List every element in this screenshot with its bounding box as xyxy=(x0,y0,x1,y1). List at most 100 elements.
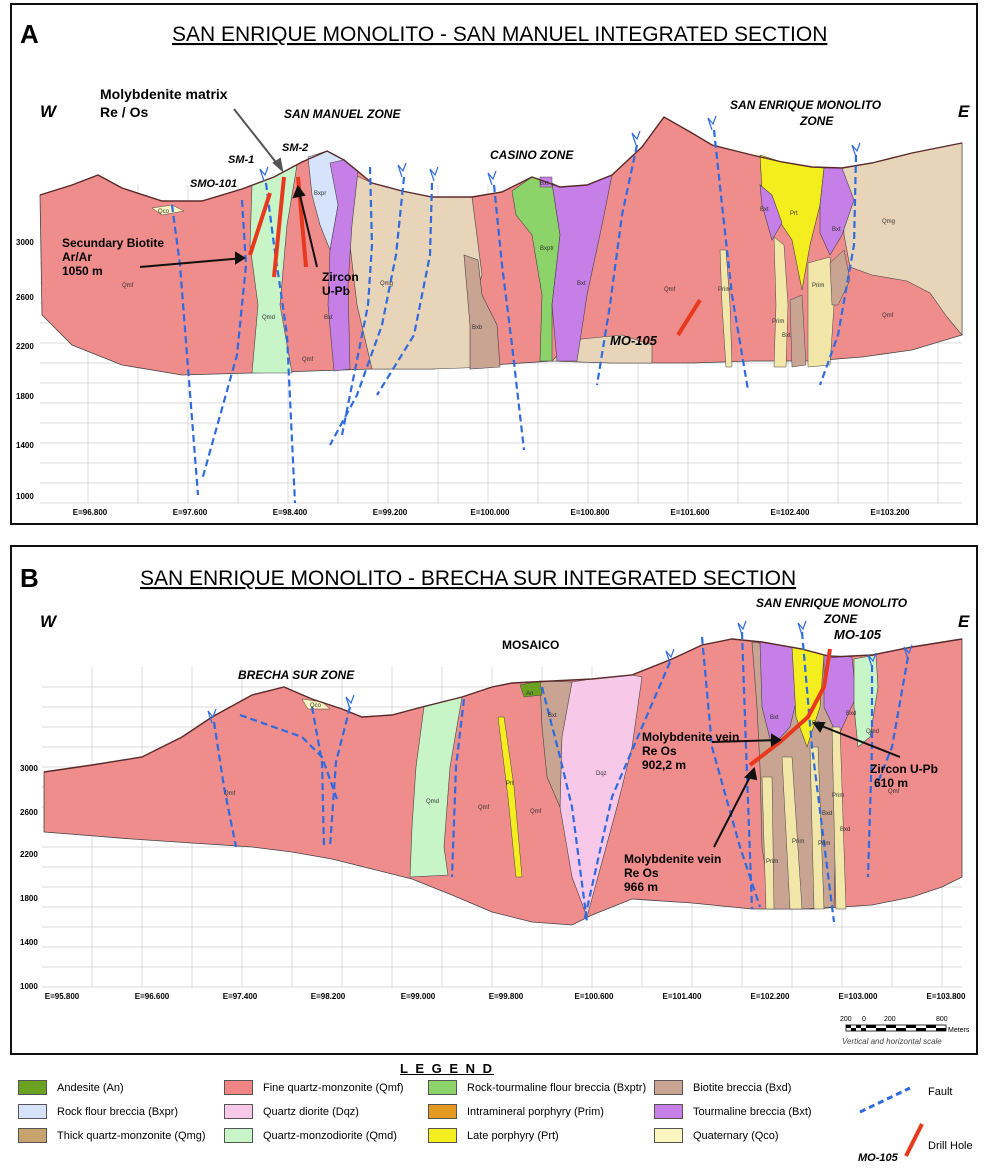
biotite-2: Ar/Ar xyxy=(62,250,92,264)
legend-item: Late porphyry (Prt) xyxy=(428,1128,559,1143)
legend-swatch xyxy=(224,1080,253,1095)
rock-labels-b: Qmf Qco Qmd Qmf Prt Qmf Bxt An Dqz Bxt P… xyxy=(224,691,900,865)
east-tick: E=103.800 xyxy=(927,992,966,1001)
legend-label: Rock flour breccia (Bxpr) xyxy=(57,1105,179,1118)
east-tick: E=103.000 xyxy=(839,992,878,1001)
elevation-axis-b: 3000 2600 2200 1800 1400 1000 xyxy=(20,764,38,991)
zone-brechasur: BRECHA SUR ZONE xyxy=(238,668,355,682)
moly-sub: Re / Os xyxy=(100,104,148,120)
elev-tick: 1400 xyxy=(16,441,34,450)
section-a-letter: A xyxy=(20,19,39,49)
scale-tick: 200 xyxy=(840,1016,852,1023)
qco-small xyxy=(151,204,185,216)
annotation-arrows xyxy=(139,108,318,268)
elev-tick: 3000 xyxy=(16,238,34,247)
rock-label: Prim xyxy=(766,859,778,865)
east-tick: E=96.800 xyxy=(73,508,108,517)
rock-label: Bxd xyxy=(822,811,832,817)
rock-label: Qco xyxy=(310,703,322,709)
zone-casino: CASINO ZONE xyxy=(490,148,574,162)
east-tick: E=98.400 xyxy=(273,508,308,517)
legend-item: Tourmaline breccia (Bxt) xyxy=(654,1104,812,1119)
rock-label: Qmd xyxy=(426,799,439,805)
hole-mo105: MO-105 xyxy=(834,627,882,642)
zircon-2: U-Pb xyxy=(322,284,350,298)
east-tick: E=99.800 xyxy=(489,992,524,1001)
rock-label: Bxt xyxy=(548,713,557,719)
faults xyxy=(212,631,910,923)
biotite-3: 1050 m xyxy=(62,264,103,278)
qmd-west xyxy=(409,696,463,878)
prim-dike-2 xyxy=(773,236,789,368)
rock-label: Qmd xyxy=(866,729,879,735)
section-b-title: SAN ENRIQUE MONOLITO - BRECHA SUR INTEGR… xyxy=(140,567,796,590)
section-a-panel: A SAN ENRIQUE MONOLITO - SAN MANUEL INTE… xyxy=(10,3,978,525)
east-tick: E=97.400 xyxy=(223,992,258,1001)
hole-sm2: SM-2 xyxy=(282,142,308,154)
rock-label: Prim xyxy=(718,287,730,293)
east-tick: E=100.600 xyxy=(575,992,614,1001)
legend-item: Fine quartz-monzonite (Qmf) xyxy=(224,1080,404,1095)
zone-mosaico: MOSAICO xyxy=(502,638,559,652)
legend-item: Quaternary (Qco) xyxy=(654,1128,779,1143)
legend-item: Rock-tourmaline flour breccia (Bxptr) xyxy=(428,1080,646,1095)
scale-caption: Vertical and horizontal scale xyxy=(842,1037,942,1046)
elev-tick: 2200 xyxy=(16,342,34,351)
rock-label: Qmf xyxy=(530,809,542,815)
bxt-dike xyxy=(789,294,807,368)
legend-swatch xyxy=(428,1128,457,1143)
drill-hole-label: Drill Hole xyxy=(928,1140,973,1152)
zircon-2: 610 m xyxy=(874,776,908,790)
legend-label: Intramineral porphyry (Prim) xyxy=(467,1105,604,1118)
legend-item: Intramineral porphyry (Prim) xyxy=(428,1104,604,1119)
east-tick: E=99.200 xyxy=(373,508,408,517)
prim-sem xyxy=(807,256,835,368)
vein2-1: Molybdenite vein xyxy=(624,852,721,866)
rock-label: Prim xyxy=(772,319,784,325)
rock-label: Qmf xyxy=(664,287,676,293)
east-tick: E=99.000 xyxy=(401,992,436,1001)
rock-label: Bxt xyxy=(540,181,549,187)
vein2-2: Re Os xyxy=(624,866,659,880)
east-tick: E=97.600 xyxy=(173,508,208,517)
legend-swatch xyxy=(224,1128,253,1143)
elev-tick: 1000 xyxy=(20,982,38,991)
elev-tick: 1400 xyxy=(20,938,38,947)
east-label: E xyxy=(958,102,970,121)
fault-label: Fault xyxy=(928,1086,953,1098)
east-tick: E=100.800 xyxy=(571,508,610,517)
legend-swatch xyxy=(224,1104,253,1119)
legend-item: Thick quartz-monzonite (Qmg) xyxy=(18,1128,206,1143)
east-tick: E=101.400 xyxy=(663,992,702,1001)
drill-hole-example: MO-105 xyxy=(858,1152,898,1164)
east-tick: E=98.200 xyxy=(311,992,346,1001)
faults xyxy=(170,129,858,504)
rock-label: An xyxy=(526,691,533,697)
rock-label: Qmg xyxy=(882,219,895,225)
rock-label: Qmf xyxy=(302,357,314,363)
section-a-diagram: A SAN ENRIQUE MONOLITO - SAN MANUEL INTE… xyxy=(16,19,970,517)
rock-label: Bxt xyxy=(782,333,791,339)
prim-dike-1 xyxy=(719,249,733,368)
rock-label: Prt xyxy=(790,211,798,217)
elev-tick: 2600 xyxy=(16,293,34,302)
drill-hole-mo105 xyxy=(748,648,832,767)
legend-label: Tourmaline breccia (Bxt) xyxy=(693,1105,812,1118)
legend-title: L E G E N D xyxy=(400,1061,494,1076)
legend-label: Biotite breccia (Bxd) xyxy=(693,1081,792,1094)
prim-1 xyxy=(781,756,803,910)
drill-hole-legend-icon xyxy=(904,1123,924,1157)
scale-tick: 0 xyxy=(862,1016,866,1023)
prt-dike xyxy=(497,716,523,878)
east-tick: E=96.600 xyxy=(135,992,170,1001)
elev-tick: 1800 xyxy=(16,392,34,401)
vein1-3: 902,2 m xyxy=(642,758,686,772)
rock-label: Prim xyxy=(792,839,804,845)
vein1-1: Molybdenite vein xyxy=(642,730,739,744)
legend-label: Late porphyry (Prt) xyxy=(467,1129,559,1142)
legend-label: Quaternary (Qco) xyxy=(693,1129,779,1142)
scale-tick: 200 xyxy=(884,1016,896,1023)
biotite-1: Secundary Biotite xyxy=(62,236,164,250)
east-label: E xyxy=(958,612,970,631)
scale-tick: 800 xyxy=(936,1016,948,1023)
